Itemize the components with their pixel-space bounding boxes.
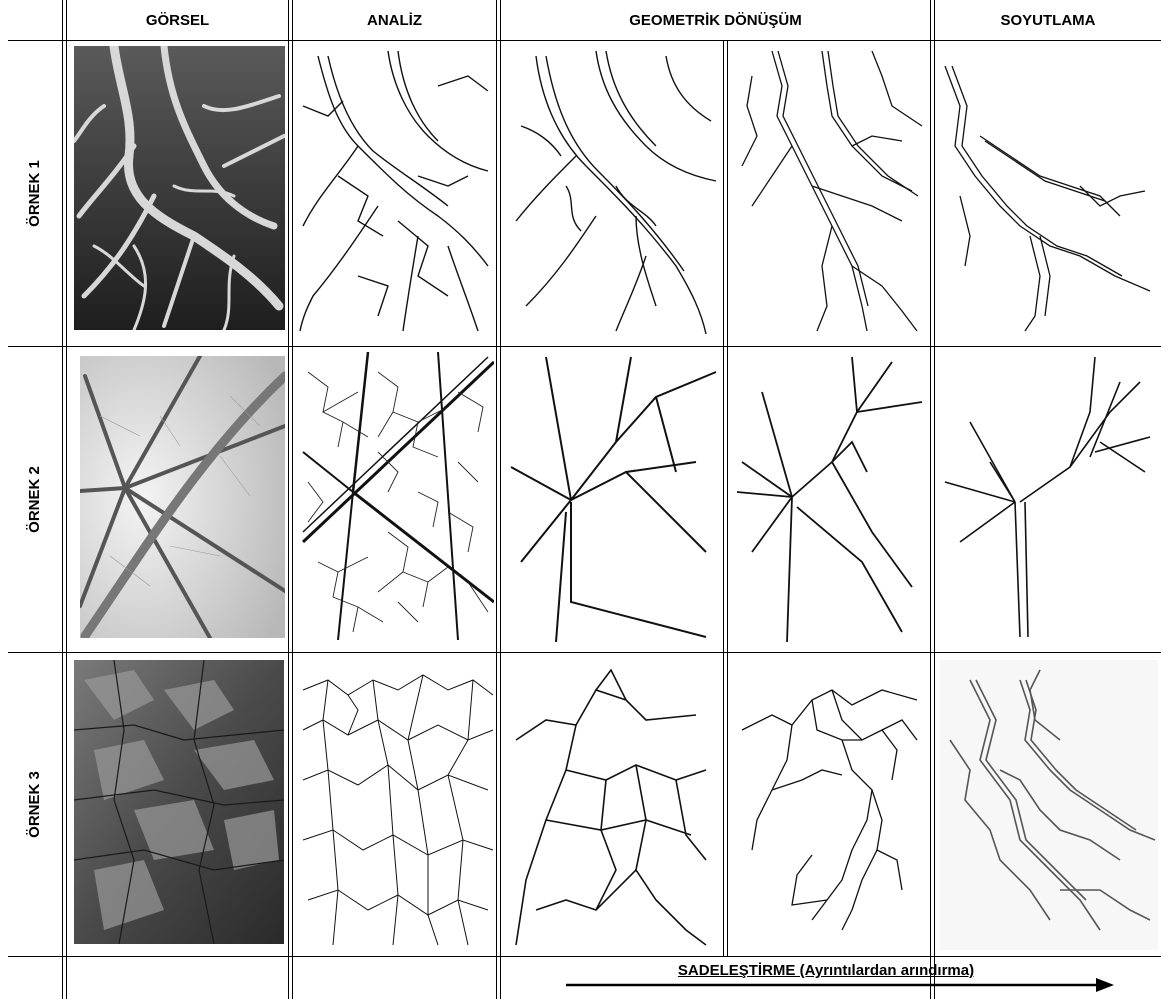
grid-inner-line-geo-b — [727, 40, 728, 957]
row-label-3: ÖRNEK 3 — [8, 653, 60, 956]
grid-double-line-1b — [66, 0, 67, 999]
abstraction-rock-drawing — [940, 660, 1158, 950]
header-soyutlama: SOYUTLAMA — [935, 0, 1161, 40]
grid-double-line-4b — [934, 0, 935, 999]
grid-double-line-1a — [62, 0, 63, 999]
header-geometrik: GEOMETRİK DÖNÜŞÜM — [501, 0, 930, 40]
grid-line-header — [8, 40, 1161, 41]
analysis-roots-drawing — [298, 46, 492, 336]
row-label-1: ÖRNEK 1 — [8, 41, 60, 346]
analysis-leaf-drawing — [298, 352, 494, 640]
grid-double-line-2b — [292, 0, 293, 999]
grid-double-line-4a — [930, 0, 931, 999]
geometric-roots-drawing-1 — [506, 46, 720, 336]
simplification-label: SADELEŞTİRME (Ayrıntılardan arındırma) — [566, 962, 1086, 979]
geometric-leaf-drawing-2 — [732, 352, 927, 642]
geometric-leaf-drawing-1 — [506, 352, 720, 642]
abstraction-roots-drawing — [940, 46, 1158, 336]
photo-leaf — [80, 356, 285, 638]
row-label-2: ÖRNEK 2 — [8, 347, 60, 652]
grid-line-row3 — [8, 956, 1161, 957]
grid-line-row1 — [8, 346, 1161, 347]
geometric-rock-drawing-1 — [506, 660, 720, 950]
header-gorsel: GÖRSEL — [67, 0, 288, 40]
grid-double-line-2a — [288, 0, 289, 999]
grid-inner-line-geo — [723, 40, 724, 957]
grid-double-line-3b — [500, 0, 501, 999]
photo-rock — [74, 660, 284, 944]
photo-roots — [74, 46, 285, 330]
analysis-rock-drawing — [298, 660, 494, 948]
abstraction-leaf-drawing — [940, 352, 1158, 642]
grid-double-line-3a — [496, 0, 497, 999]
header-analiz: ANALİZ — [293, 0, 496, 40]
simplification-arrow — [566, 978, 1114, 992]
geometric-rock-drawing-2 — [732, 660, 927, 950]
geometric-roots-drawing-2 — [732, 46, 927, 336]
grid-line-row2 — [8, 652, 1161, 653]
